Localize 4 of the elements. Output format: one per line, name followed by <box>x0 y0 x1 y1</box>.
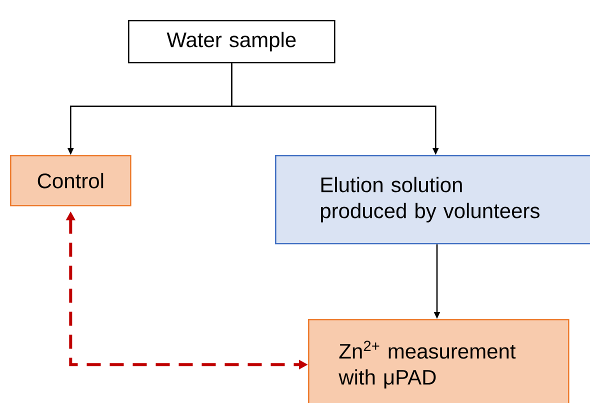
process-box: Control <box>10 155 132 206</box>
process-box: Water sample <box>128 20 336 64</box>
process-box: Elution solution produced by volunteers <box>275 155 590 244</box>
process-box: Zn$^{2+}$ measurement with μPAD <box>308 319 570 403</box>
